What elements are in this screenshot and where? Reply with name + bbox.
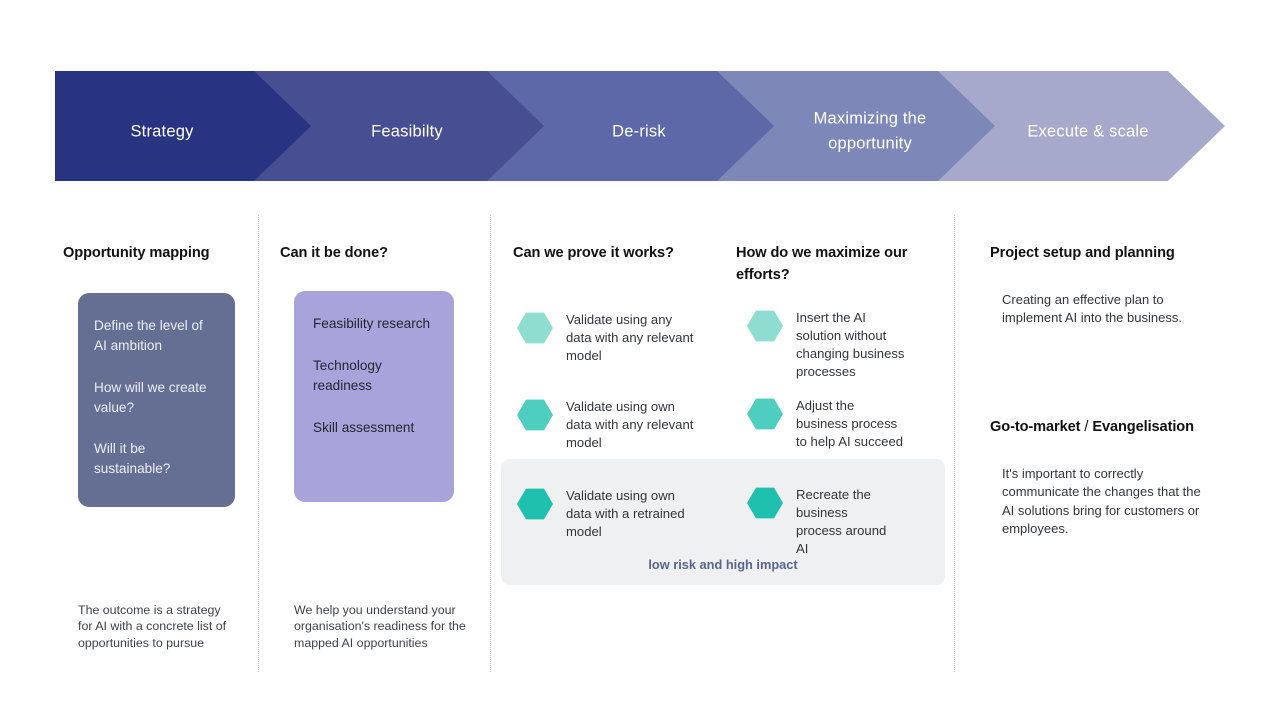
stage-chevron-feasibilty[interactable] [254, 71, 545, 181]
feasibility-topic-3: Skill assessment [313, 419, 415, 435]
column-divider [490, 215, 491, 672]
column-heading-how-do-we-maximize-our-efforts: How do we maximize our efforts? [736, 245, 908, 283]
gtm-part-1: Go-to-market [990, 419, 1081, 435]
column-heading-can-we-prove-it-works: Can we prove it works? [513, 245, 674, 261]
feasibility-topic-2: Technology readiness [313, 357, 382, 393]
gtm-part-2: Evangelisation [1092, 419, 1194, 435]
stage-label-maximizing-the-opportunity: Maximizing the [814, 109, 927, 127]
strategy-question-1: Define the level of AI ambition [94, 318, 203, 353]
maximize-option-1[interactable]: Insert the AI solution without changing … [747, 308, 912, 381]
column-heading-project-setup-and-planning: Project setup and planning [990, 245, 1175, 261]
stage-label-de-risk: De-risk [612, 122, 666, 140]
strategy-question-card: Define the level of AI ambition How will… [78, 293, 235, 507]
column-divider [258, 215, 259, 672]
stage-chevron-strategy[interactable] [55, 71, 312, 181]
stage-chevron-de-risk[interactable] [487, 71, 775, 181]
maximize-option-3[interactable]: Recreate the business process around AI [747, 485, 892, 558]
derisk-option-2-label: Validate using own data with any relevan… [566, 399, 694, 450]
strategy-question-3: Will it be sustainable? [94, 441, 171, 477]
derisk-option-1[interactable]: Validate using any data with any relevan… [517, 310, 697, 365]
process-stage-banner: Strategy Feasibilty De-risk Maximizing t… [55, 71, 1225, 181]
column-heading-go-to-market-evangelisation: Go-to-market / Evangelisation [990, 417, 1240, 439]
strategy-outcome-footnote: The outcome is a strategy for AI with a … [78, 603, 227, 650]
strategy-question-2: How will we create value? [94, 379, 207, 415]
hexagon-icon [517, 488, 553, 520]
feasibility-topic-1: Feasibility research [313, 316, 431, 331]
hexagon-icon [517, 399, 553, 431]
column-divider [954, 215, 955, 672]
stage-label-feasibilty: Feasibilty [371, 122, 443, 140]
feasibility-topic-card: Feasibility research Technology readines… [294, 291, 454, 502]
hexagon-icon [747, 487, 783, 519]
highlight-caption: low risk and high impact [648, 557, 798, 572]
execute-body-1: Creating an effective plan to implement … [1002, 292, 1182, 326]
low-risk-high-impact-highlight [501, 459, 945, 585]
hexagon-icon [517, 312, 553, 344]
column-heading-opportunity-mapping: Opportunity mapping [63, 245, 210, 261]
derisk-option-2[interactable]: Validate using own data with any relevan… [517, 397, 697, 452]
hexagon-icon [747, 310, 783, 342]
gtm-separator: / [1080, 419, 1093, 435]
stage-label-execute-and-scale: Execute & scale [1027, 122, 1148, 140]
execute-body-2: It's important to correctly communicate … [1002, 466, 1201, 537]
stage-label-maximizing-the-opportunity-line2: opportunity [828, 134, 912, 152]
maximize-option-2[interactable]: Adjust the business process to help AI s… [747, 396, 907, 451]
maximize-option-3-label: Recreate the business process around AI [796, 487, 887, 556]
maximize-option-1-label: Insert the AI solution without changing … [796, 310, 905, 379]
derisk-option-1-label: Validate using any data with any relevan… [566, 312, 694, 363]
stage-chevron-execute-and-scale[interactable] [938, 71, 1225, 181]
stage-label-strategy: Strategy [130, 122, 194, 140]
feasibility-outcome-footnote: We help you understand your organisation… [294, 603, 466, 650]
derisk-option-3[interactable]: Validate using own data with a retrained… [517, 486, 702, 541]
derisk-option-3-label: Validate using own data with a retrained… [566, 488, 685, 539]
hexagon-icon [747, 398, 783, 430]
stage-chevron-maximizing-the-opportunity[interactable] [717, 71, 996, 181]
maximize-option-2-label: Adjust the business process to help AI s… [796, 398, 904, 449]
column-heading-can-it-be-done: Can it be done? [280, 245, 388, 261]
